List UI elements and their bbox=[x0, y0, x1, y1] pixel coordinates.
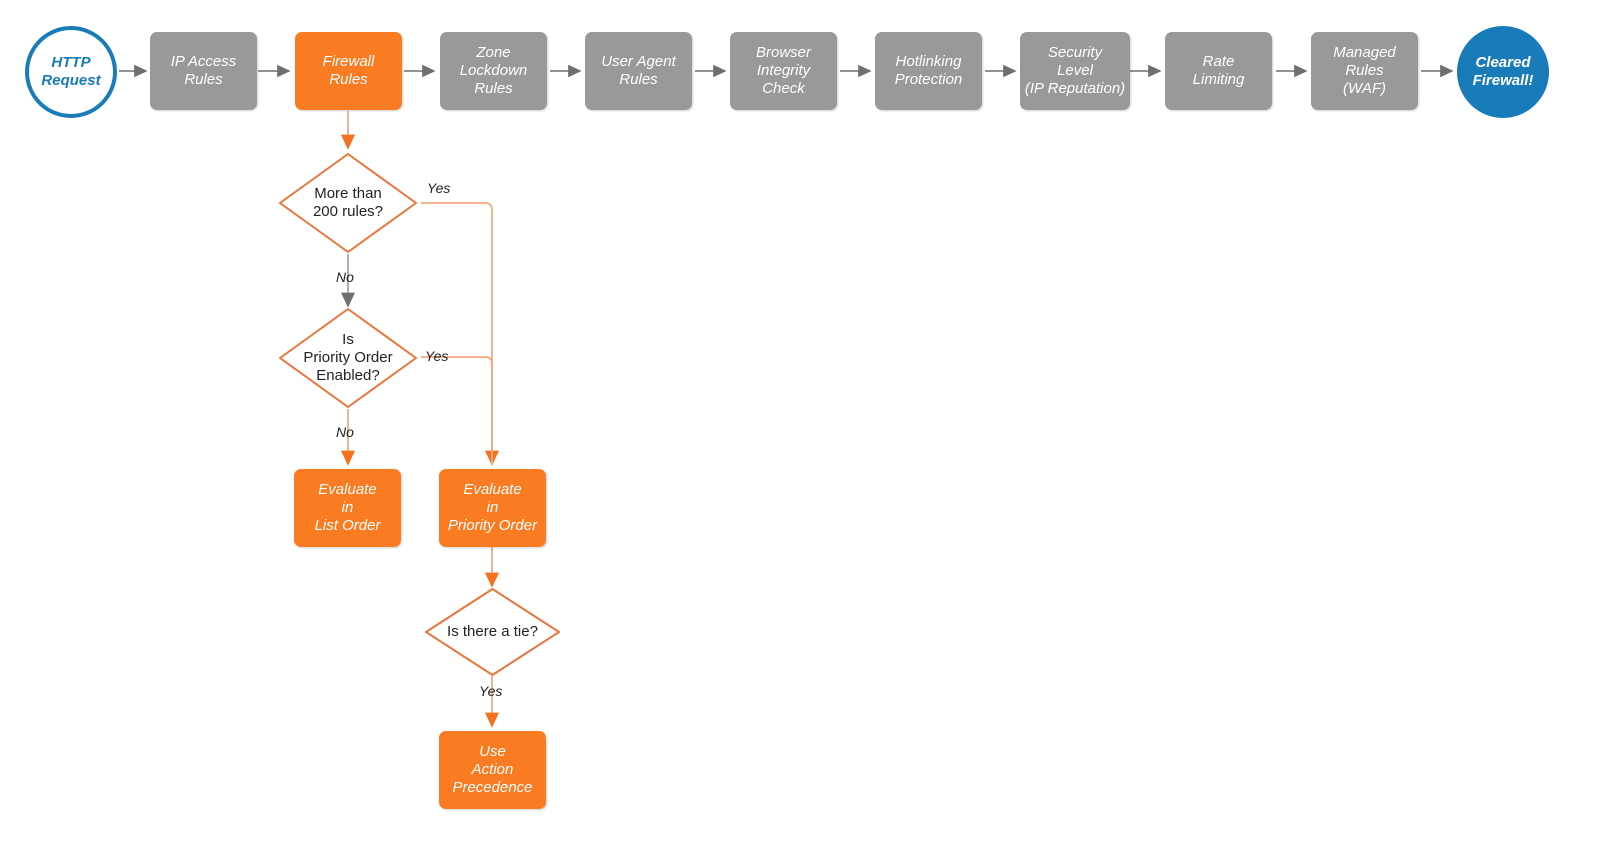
edge-label-priority-order-no: No bbox=[336, 424, 354, 440]
node-label-line: Integrity bbox=[756, 62, 811, 80]
node-managed-rules-waf[interactable]: Managed Rules (WAF) bbox=[1311, 32, 1418, 110]
decision-label: More than 200 rules? bbox=[278, 152, 418, 254]
node-label-line: in bbox=[341, 499, 354, 517]
decision-label-line: More than bbox=[314, 184, 382, 202]
node-user-agent-rules[interactable]: User Agent Rules bbox=[585, 32, 692, 110]
node-browser-integrity-check[interactable]: Browser Integrity Check bbox=[730, 32, 837, 110]
diamond-shape bbox=[279, 153, 417, 253]
node-label-line: Request bbox=[41, 72, 101, 89]
node-label-line: Rate bbox=[1202, 53, 1235, 71]
decision-label-line: 200 rules? bbox=[312, 203, 384, 220]
diamond-shape bbox=[279, 308, 417, 408]
diamond-shape bbox=[425, 588, 560, 676]
edge-label-priority-order-yes: Yes bbox=[425, 348, 449, 364]
node-label-line: Check bbox=[762, 79, 805, 97]
node-label-line: Zone bbox=[476, 44, 511, 62]
decision-label-line: Is there a tie? bbox=[447, 622, 538, 640]
node-label-line: Rules bbox=[1345, 62, 1384, 80]
node-label-line: (IP Reputation) bbox=[1024, 79, 1126, 97]
node-label-line: Protection bbox=[894, 71, 963, 88]
node-zone-lockdown-rules[interactable]: Zone Lockdown Rules bbox=[440, 32, 547, 110]
node-label-line: Cleared bbox=[1475, 54, 1531, 72]
edge-priority-order-yes bbox=[421, 356, 493, 464]
node-label-line: Rules bbox=[474, 79, 513, 97]
node-label-line: Firewall! bbox=[1472, 72, 1534, 89]
node-label-line: List Order bbox=[314, 516, 381, 534]
node-security-level[interactable]: Security Level (IP Reputation) bbox=[1020, 32, 1130, 110]
node-rate-limiting[interactable]: Rate Limiting bbox=[1165, 32, 1272, 110]
decision-is-priority-order-enabled[interactable]: Is Priority Order Enabled? bbox=[278, 307, 418, 409]
node-label-line: Evaluate bbox=[318, 481, 377, 499]
node-hotlinking-protection[interactable]: Hotlinking Protection bbox=[875, 32, 982, 110]
decision-label-line: Enabled? bbox=[316, 367, 380, 385]
edge-more-than-200-yes bbox=[421, 202, 500, 466]
node-label-line: HTTP bbox=[51, 54, 91, 72]
decision-label-line: Priority Order bbox=[303, 348, 393, 366]
edge-label-tie-yes: Yes bbox=[479, 683, 503, 699]
decision-is-there-a-tie[interactable]: Is there a tie? bbox=[424, 587, 561, 677]
edge-label-more-than-200-no: No bbox=[336, 269, 354, 285]
node-label-line: Action bbox=[471, 761, 514, 779]
node-cleared-firewall[interactable]: Cleared Firewall! bbox=[1457, 26, 1549, 118]
node-label-line: in bbox=[486, 499, 499, 517]
node-label-line: Browser bbox=[755, 44, 811, 62]
node-label-line: Use bbox=[479, 743, 506, 761]
node-label-line: Limiting bbox=[1192, 71, 1245, 88]
node-ip-access-rules[interactable]: IP Access Rules bbox=[150, 32, 257, 110]
node-use-action-precedence[interactable]: Use Action Precedence bbox=[439, 731, 546, 809]
node-label-line: Evaluate bbox=[463, 481, 522, 499]
node-label-line: Precedence bbox=[452, 778, 533, 796]
node-label-line: (WAF) bbox=[1342, 79, 1387, 97]
edge-label-more-than-200-yes: Yes bbox=[427, 180, 451, 196]
node-label-line: Security bbox=[1047, 44, 1103, 62]
node-label-line: Firewall bbox=[322, 53, 375, 71]
node-label-line: Level bbox=[1057, 62, 1093, 80]
node-http-request[interactable]: HTTP Request bbox=[25, 26, 117, 118]
decision-more-than-200-rules[interactable]: More than 200 rules? bbox=[278, 152, 418, 254]
node-label-line: Rules bbox=[329, 71, 368, 88]
node-evaluate-in-priority-order[interactable]: Evaluate in Priority Order bbox=[439, 469, 546, 547]
node-label-line: Priority Order bbox=[447, 516, 538, 534]
node-label-line: User Agent bbox=[601, 53, 676, 71]
node-label-line: Rules bbox=[619, 71, 658, 88]
decision-label-line: Is bbox=[342, 330, 354, 348]
node-firewall-rules[interactable]: Firewall Rules bbox=[295, 32, 402, 110]
node-label-line: Hotlinking bbox=[895, 53, 962, 71]
decision-label: Is there a tie? bbox=[424, 587, 561, 677]
decision-label: Is Priority Order Enabled? bbox=[278, 307, 418, 409]
node-label-line: Rules bbox=[184, 71, 223, 88]
node-evaluate-in-list-order[interactable]: Evaluate in List Order bbox=[294, 469, 401, 547]
node-label-line: Lockdown bbox=[459, 62, 528, 80]
node-label-line: IP Access bbox=[170, 53, 237, 71]
node-label-line: Managed bbox=[1333, 44, 1396, 62]
